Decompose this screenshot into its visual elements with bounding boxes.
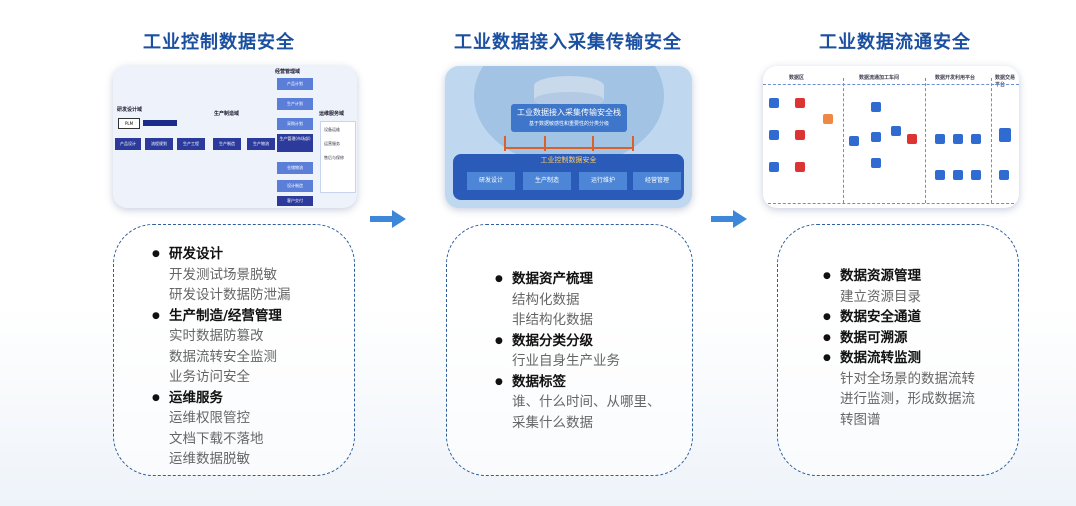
list-item: 谁、什么时间、从哪里、 xyxy=(512,394,661,410)
vertical-box: 仓储物流 xyxy=(277,162,313,174)
tool-icon xyxy=(953,170,963,180)
list-heading: 数据分类分级 xyxy=(495,331,661,352)
banner-box: 工业数据接入采集传输安全栈 基于数据敏感性和重要性的分类分级 xyxy=(511,104,627,132)
card-industrial-control xyxy=(113,224,355,476)
bar-title: 工业控制数据安全 xyxy=(540,156,597,164)
shield-icon xyxy=(795,130,805,140)
vertical-box: 设计制造 xyxy=(277,180,313,192)
node-icon xyxy=(849,136,859,146)
stage-business-label: 经营管理域 xyxy=(275,69,301,75)
tool-icon xyxy=(953,134,963,144)
ops-item: 设备运维 xyxy=(324,127,340,132)
ops-item: 运营服务 xyxy=(324,141,340,146)
banner-subtitle: 基于数据敏感性和重要性的分类分级 xyxy=(528,121,609,127)
flow-box: 流程规划 xyxy=(145,138,173,150)
list-data-circulation: 数据资源管理 建立资源目录 数据安全通道 数据可溯源 数据流转监测 针对全场景的… xyxy=(823,266,975,430)
stage-research-label: 研发设计域 xyxy=(117,107,143,113)
list-item: 行业自身生产业务 xyxy=(512,353,620,369)
database-icon xyxy=(769,162,779,172)
list-heading: 研发设计 xyxy=(152,244,291,265)
list-data-access: 数据资产梳理 结构化数据 非结构化数据 数据分类分级 行业自身生产业务 数据标签… xyxy=(495,269,661,433)
column-title-data-access: 工业数据接入采集传输安全 xyxy=(454,32,682,53)
divider xyxy=(843,78,844,203)
vertical-box: 采购计划 xyxy=(277,118,313,130)
arrow-right-icon xyxy=(370,210,406,228)
list-item: 非结构化数据 xyxy=(512,312,593,328)
list-item: 运维权限管控 xyxy=(169,410,250,426)
node-icon xyxy=(871,158,881,168)
list-item: 建立资源目录 xyxy=(840,288,921,305)
flow-box: 生产工程 xyxy=(177,138,205,150)
shield-icon xyxy=(795,98,805,108)
column-title-industrial-control: 工业控制数据安全 xyxy=(143,32,295,53)
list-heading: 运维服务 xyxy=(152,388,291,409)
arrow-right-icon xyxy=(711,210,747,228)
plm-box: PLM xyxy=(118,118,140,129)
bottom-box: 生产制造 xyxy=(523,172,571,190)
industrial-control-diagram: 研发设计域 PLM 生产制造域 经营管理域 运维服务域 产品设计 流程规划 生产… xyxy=(113,66,357,208)
header-workshop: 数据流通加工车间 xyxy=(859,75,900,81)
list-item: 文档下载不落地 xyxy=(169,430,264,447)
header-trade-platform: 数据交易平台 xyxy=(995,75,1016,88)
list-heading: 数据资源管理 xyxy=(823,266,975,287)
tool-icon xyxy=(971,170,981,180)
flow-box: 生产制造 xyxy=(213,138,241,150)
list-item: 业务访问安全 xyxy=(169,369,250,385)
list-item: 进行监测，形成数据流 xyxy=(840,391,975,407)
flow-box: 产品设计 xyxy=(115,138,141,150)
list-item: 数据流转安全监测 xyxy=(169,348,277,365)
bottom-box: 运行维护 xyxy=(579,172,627,190)
list-item: 转图谱 xyxy=(840,411,881,428)
list-heading: 生产制造/经营管理 xyxy=(152,306,291,327)
divider xyxy=(925,78,926,203)
list-item: 开发测试场景脱敏 xyxy=(169,266,277,283)
bottom-box: 经营管理 xyxy=(633,172,681,190)
header-data-zone: 数据区 xyxy=(789,75,805,81)
bottom-box: 研发设计 xyxy=(467,172,515,190)
flow-box: 生产物流 xyxy=(247,138,275,150)
list-item: 研发设计数据防泄漏 xyxy=(169,287,291,303)
building-icon xyxy=(999,170,1009,180)
tool-icon xyxy=(935,134,945,144)
divider xyxy=(991,78,992,203)
stage-production-label: 生产制造域 xyxy=(214,111,240,117)
list-item: 实时数据防篡改 xyxy=(169,328,264,344)
list-item: 结构化数据 xyxy=(512,291,580,308)
list-heading: 数据流转监测 xyxy=(823,348,975,369)
list-heading: 数据安全通道 xyxy=(823,307,975,328)
database-icon xyxy=(769,130,779,140)
list-item: 运维数据脱敏 xyxy=(169,451,250,467)
list-heading: 数据标签 xyxy=(495,372,661,393)
node-icon xyxy=(891,126,901,136)
database-icon xyxy=(769,98,779,108)
banner-title: 工业数据接入采集传输安全栈 xyxy=(517,108,621,117)
building-icon xyxy=(999,128,1011,142)
header-dev-platform: 数据开发利用平台 xyxy=(935,75,976,81)
shield-icon xyxy=(907,134,917,144)
data-circulation-diagram: 数据区 数据流通加工车间 数据开发利用平台 数据交易平台 xyxy=(763,66,1019,208)
list-heading: 数据可溯源 xyxy=(823,328,975,349)
divider xyxy=(763,84,1019,85)
vertical-box: 产品计划 xyxy=(277,78,313,90)
list-heading: 数据资产梳理 xyxy=(495,269,661,290)
gear-icon xyxy=(823,114,833,124)
data-access-diagram: 工业数据接入采集传输安全栈 基于数据敏感性和重要性的分类分级 工业控制数据安全 … xyxy=(445,66,692,208)
node-icon xyxy=(871,102,881,112)
shield-icon xyxy=(795,162,805,172)
vertical-box: 生产管理(市场部) xyxy=(277,134,313,152)
list-item: 针对全场景的数据流转 xyxy=(840,370,975,387)
stage-ops-label: 运维服务域 xyxy=(319,111,345,117)
tool-icon xyxy=(971,134,981,144)
list-industrial-control: 研发设计 开发测试场景脱敏 研发设计数据防泄漏 生产制造/经营管理 实时数据防篡… xyxy=(152,244,291,470)
list-item: 采集什么数据 xyxy=(512,414,593,431)
ops-panel: 设备运维 运营服务 售后与保修 xyxy=(320,121,356,193)
tool-icon xyxy=(935,170,945,180)
ops-item: 售后与保修 xyxy=(324,155,344,160)
column-title-data-circulation: 工业数据流通安全 xyxy=(819,32,971,53)
divider xyxy=(763,203,1019,204)
research-arrow-bar xyxy=(143,120,177,126)
vertical-box: 生产计划 xyxy=(277,98,313,110)
node-icon xyxy=(871,132,881,142)
vertical-box: 客户交付 xyxy=(277,196,313,206)
